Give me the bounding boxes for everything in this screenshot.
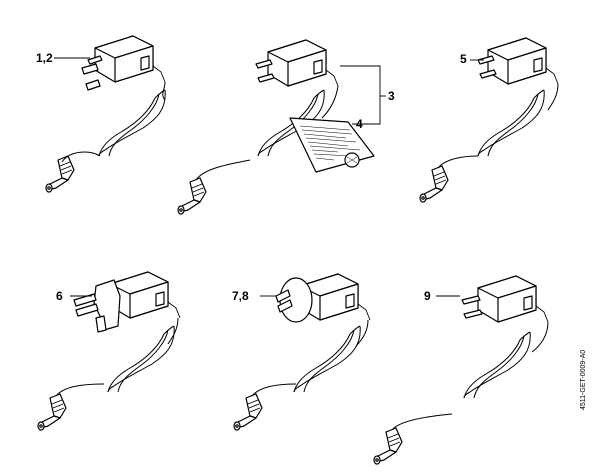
- callout-7-8: 7,8: [232, 289, 249, 303]
- callout-1-2: 1,2: [36, 51, 53, 65]
- adapter-us: [419, 37, 559, 203]
- callout-9: 9: [424, 289, 431, 303]
- adapter-uk: [37, 271, 181, 431]
- callout-6: 6: [56, 289, 63, 303]
- figure-code: 4511-GET-0009-A0: [580, 349, 587, 410]
- adapter-au: [233, 273, 371, 431]
- callout-5: 5: [460, 52, 467, 66]
- adapter-us-with-sheet: [177, 39, 386, 215]
- callout-4: 4: [356, 117, 363, 131]
- adapter-us-2: [373, 275, 549, 465]
- callout-3: 3: [388, 89, 395, 103]
- adapter-euro: [45, 35, 166, 193]
